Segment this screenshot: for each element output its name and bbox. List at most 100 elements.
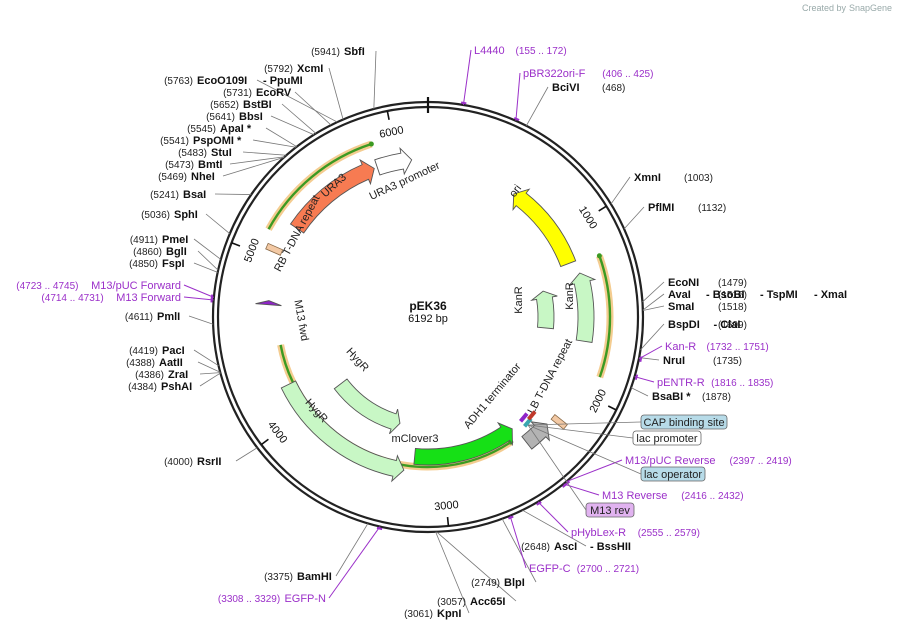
restriction-site-label: ZraI — [168, 369, 188, 381]
restriction-site-label: PspOMI * — [193, 135, 242, 147]
site-leader — [522, 509, 587, 547]
primer-label: M13/pUC Reverse — [625, 455, 715, 467]
feature-box[interactable] — [265, 242, 284, 256]
restriction-site-label: NruI — [663, 355, 685, 367]
restriction-site-label: BstBI — [243, 99, 272, 111]
site-position: (2648) — [521, 542, 550, 553]
primer-position: (2555 .. 2579) — [638, 528, 700, 539]
primer-mark — [460, 101, 467, 105]
feature-arrow-m13-fwd[interactable] — [255, 300, 282, 307]
plasmid-length: 6192 bp — [408, 313, 448, 325]
site-position: (1003) — [684, 173, 713, 184]
feature-arrow-hygr[interactable] — [333, 378, 401, 435]
site-position: (5483) — [178, 148, 207, 159]
site-position: (5731) — [223, 88, 252, 99]
primer-position: (1732 .. 1751) — [707, 342, 769, 353]
site-leader — [373, 50, 377, 109]
site-leader — [525, 86, 549, 126]
feature-tag-label: CAP binding site — [643, 417, 724, 429]
restriction-site-label: - ClaI — [714, 319, 741, 331]
site-leader — [610, 176, 631, 205]
primer-mark — [536, 501, 542, 506]
site-position: (5241) — [150, 190, 179, 201]
site-leader — [222, 156, 285, 177]
site-position: (5545) — [187, 124, 216, 135]
restriction-site-label: BbsI — [239, 111, 263, 123]
primer-leader — [509, 515, 527, 569]
tick-mark — [386, 110, 390, 120]
feature-arrow-kanr[interactable] — [530, 290, 558, 330]
tick-label: 2000 — [588, 387, 610, 414]
primer-label: EGFP-N — [284, 593, 326, 605]
site-leader — [335, 523, 369, 577]
primer-leader — [462, 49, 472, 106]
site-position: (1518) — [718, 302, 747, 313]
tick-label: 5000 — [242, 237, 262, 264]
site-leader — [435, 531, 470, 614]
site-position: (4000) — [164, 457, 193, 468]
site-position: (3061) — [404, 609, 433, 620]
feature-label: KanR — [564, 282, 576, 310]
restriction-site-label: EcoO109I — [197, 75, 247, 87]
primer-mark — [639, 356, 643, 363]
feature-label: ori — [507, 183, 524, 200]
site-leader — [188, 315, 214, 325]
site-position: (4611) — [125, 312, 153, 323]
site-position: (4860) — [133, 247, 162, 258]
feature-box[interactable] — [550, 413, 568, 430]
restriction-site-label: PacI — [162, 345, 185, 357]
restriction-site-label: SphI — [174, 209, 198, 221]
feature-tag-leader — [527, 424, 587, 511]
feature-arrow-ori[interactable] — [512, 188, 577, 268]
site-leader — [199, 372, 221, 387]
site-leader — [281, 103, 317, 134]
site-position: (4386) — [135, 370, 164, 381]
site-leader — [640, 323, 665, 351]
site-leader — [252, 139, 297, 148]
feature-arrow-ura3[interactable] — [289, 158, 375, 234]
plasmid-name: pEK36 — [409, 299, 447, 313]
tick-label: 6000 — [378, 124, 404, 141]
restriction-site-label: AatII — [159, 357, 183, 369]
primer-label: Kan-R — [665, 341, 696, 353]
site-position: (5473) — [165, 160, 194, 171]
site-position: (3057) — [437, 597, 466, 608]
site-leader — [235, 447, 258, 462]
site-position: (2749) — [471, 578, 500, 589]
primer-label: L4440 — [474, 45, 505, 57]
restriction-site-label: SbfI — [344, 46, 365, 58]
restriction-site-label: BmtI — [198, 159, 222, 171]
restriction-site-label: FspI — [162, 258, 185, 270]
site-position: (1516) — [718, 290, 747, 301]
site-leader — [265, 127, 297, 148]
primer-leader — [183, 284, 215, 298]
site-position: (3375) — [264, 572, 293, 583]
restriction-site-label: BsaI — [183, 189, 206, 201]
restriction-site-label: - BssHII — [590, 541, 631, 553]
feature-arrow-ura3-promoter[interactable] — [374, 147, 413, 176]
site-leader — [193, 262, 218, 273]
feature-label: RB T-DNA repeat — [272, 193, 322, 273]
primer-position: (4714 .. 4731) — [41, 293, 103, 304]
primer-label: M13 Forward — [116, 292, 181, 304]
feature-arrow-mclover3[interactable] — [413, 421, 513, 466]
feature-tag-leader — [527, 424, 642, 475]
feature-arrow-kanr[interactable] — [568, 272, 597, 344]
restriction-site-label: - TspMI — [760, 289, 798, 301]
primer-label: pENTR-R — [657, 377, 705, 389]
feature-label: ADH1 terminator — [462, 361, 524, 432]
site-position: (4911) — [130, 235, 158, 246]
feature-arrow-hygr[interactable] — [280, 380, 405, 483]
feature-label: HygR — [344, 346, 371, 375]
primer-position: (1816 .. 1835) — [711, 378, 773, 389]
site-position: (1878) — [702, 392, 731, 403]
site-position: (1132) — [698, 203, 726, 214]
tick-mark — [260, 438, 269, 446]
primer-position: (2700 .. 2721) — [577, 564, 639, 575]
site-position: (5763) — [164, 76, 193, 87]
primer-leader — [328, 526, 381, 599]
tick-mark — [607, 405, 617, 411]
lac-element-block — [519, 412, 529, 423]
primer-mark — [562, 483, 568, 488]
